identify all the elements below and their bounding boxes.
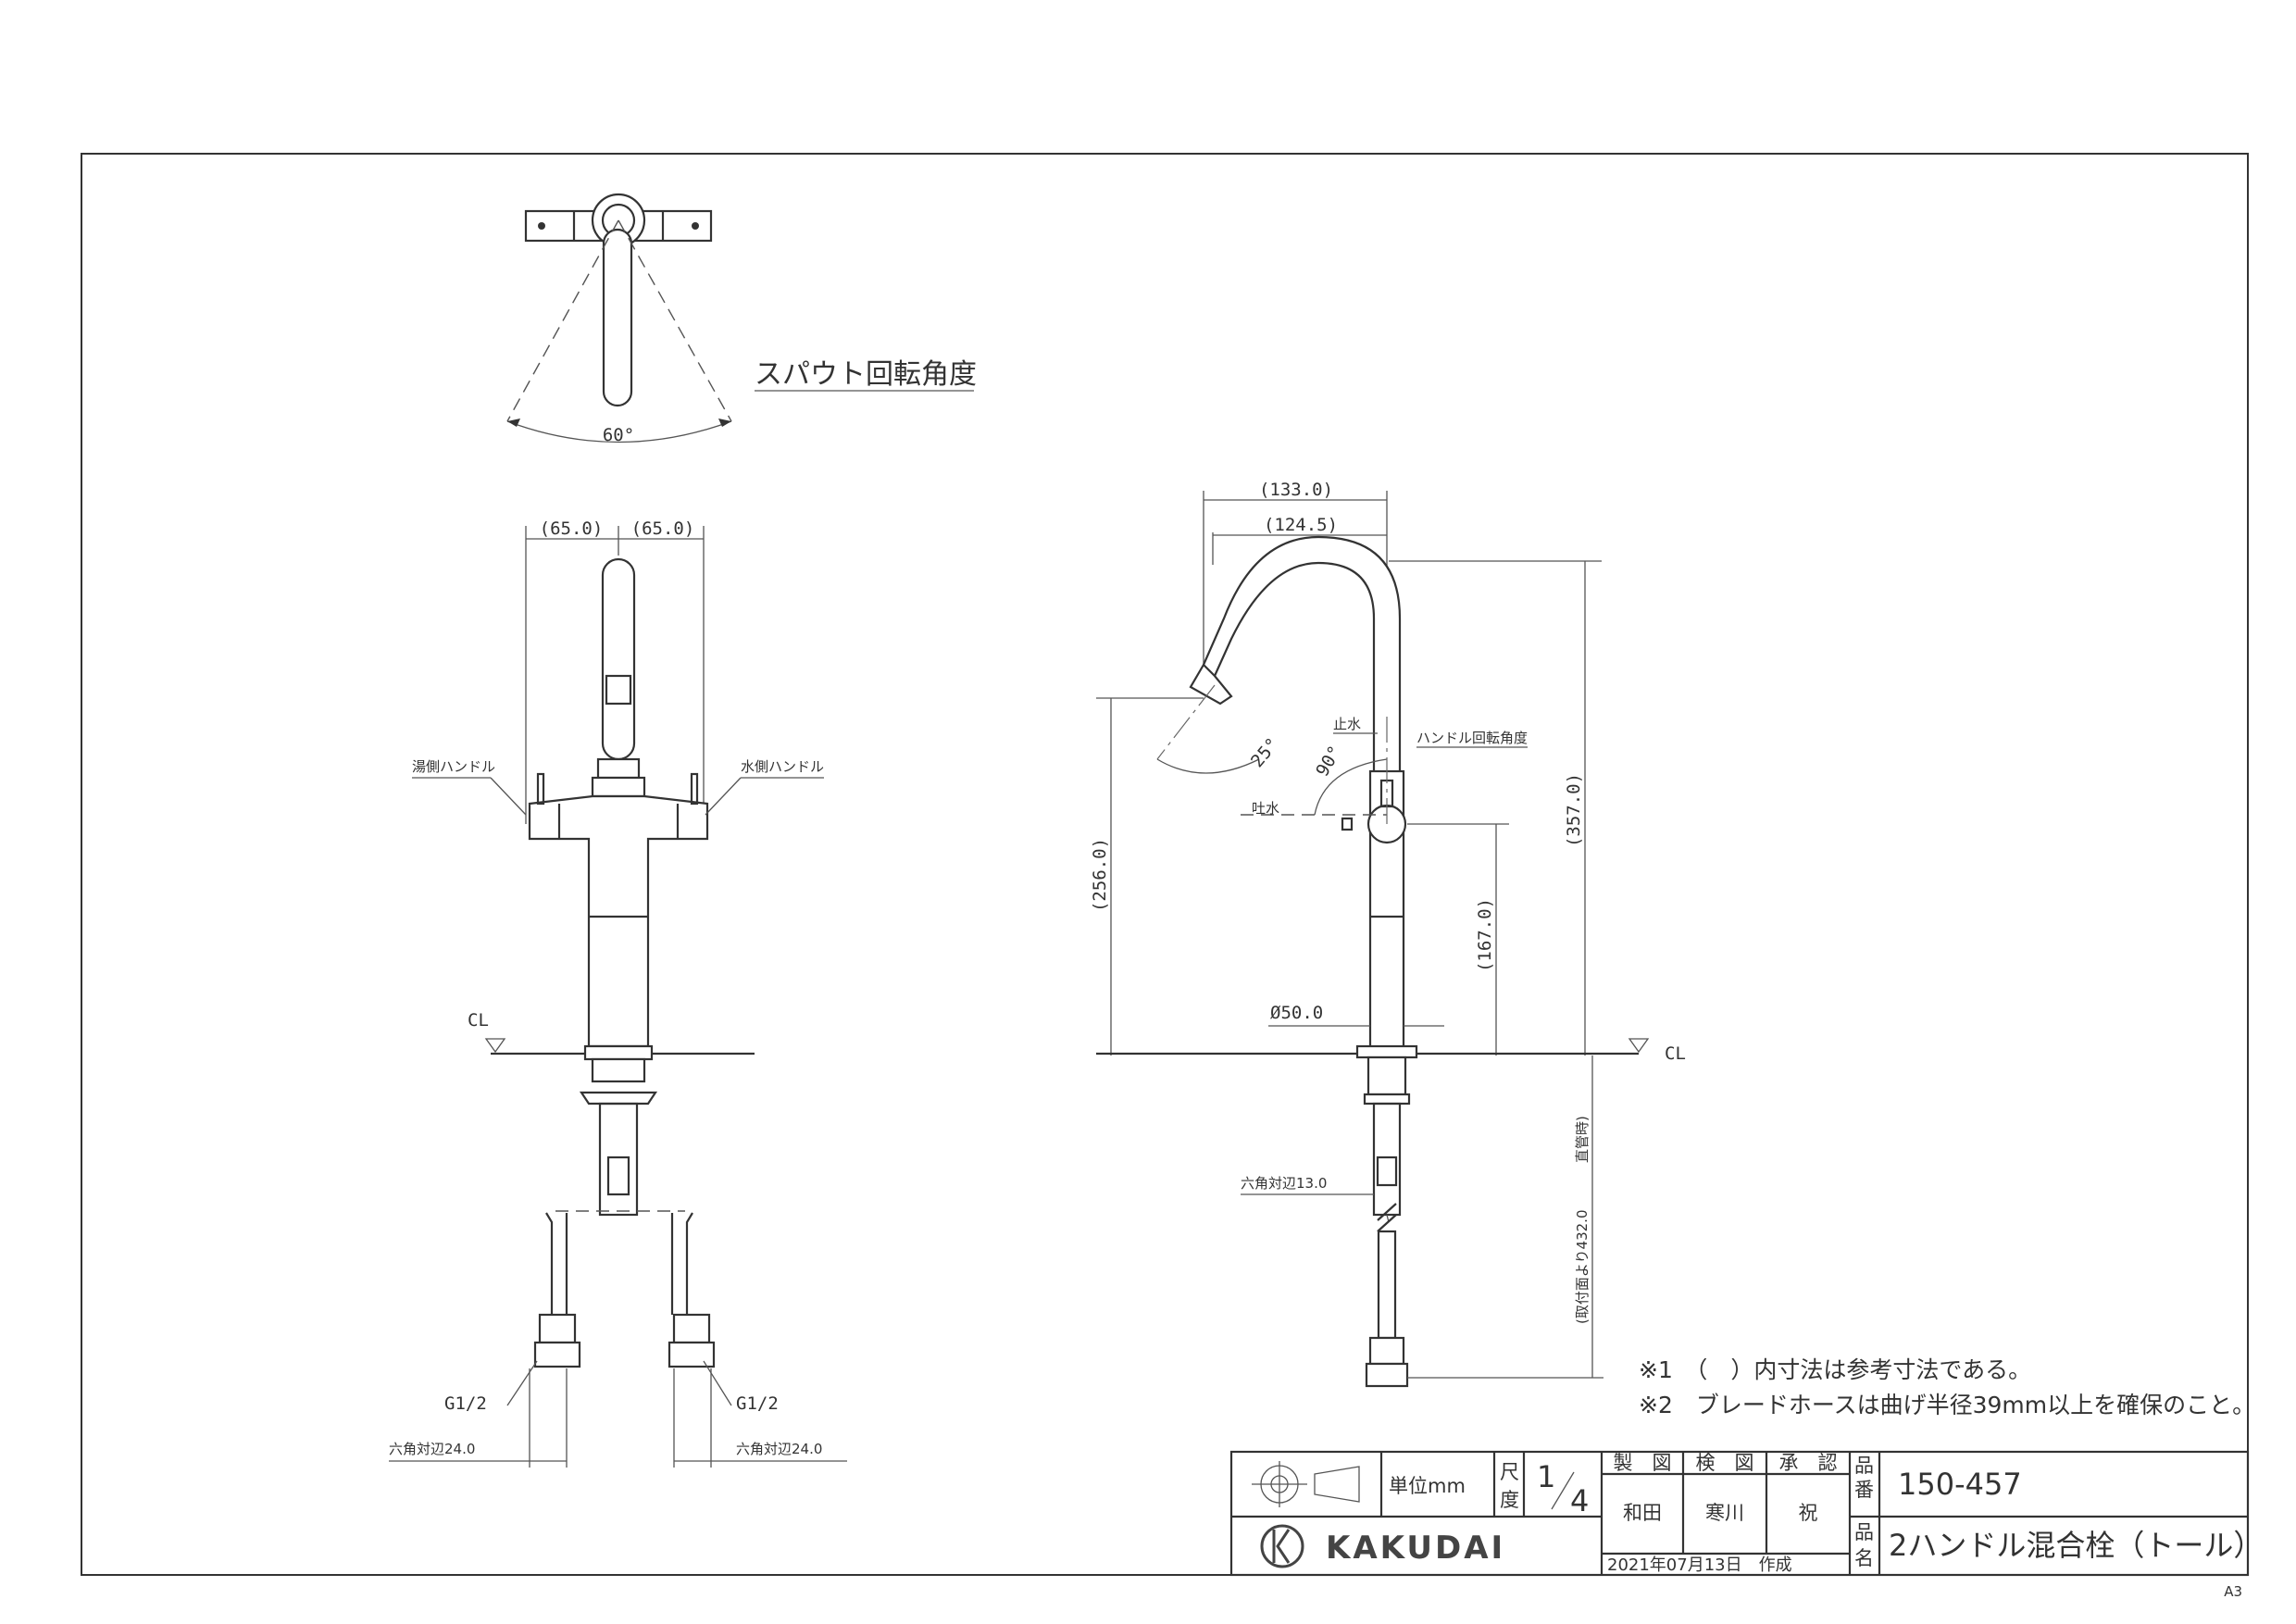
- dim-167: (167.0): [1475, 898, 1495, 972]
- name-label-2: 名: [1854, 1547, 1874, 1569]
- dim-357: (357.0): [1564, 773, 1584, 847]
- sheet-size: A3: [2224, 1583, 2242, 1600]
- hex-right: 六角対辺24.0: [736, 1441, 822, 1457]
- rotation-title: スパウト回転角度: [755, 358, 977, 391]
- angle-25: 25°: [1247, 734, 1283, 771]
- hose-dim-a: (取付面より432.0: [1574, 1210, 1591, 1325]
- hex-left: 六角対辺24.0: [389, 1441, 475, 1457]
- dim-right: (65.0): [631, 518, 695, 539]
- hex-13-label: 六角対辺13.0: [1241, 1175, 1327, 1192]
- scale-numerator: 1: [1537, 1459, 1555, 1494]
- front-cl-label: CL: [468, 1010, 489, 1031]
- side-view: (133.0) (124.5) (256.0) 25° 90° 止水 吐水 ハン…: [1090, 480, 1686, 1388]
- checked-label: 検 図: [1696, 1452, 1754, 1474]
- cold-handle-label: 水側ハンドル: [741, 758, 824, 775]
- unit-label: 単位mm: [1389, 1475, 1466, 1497]
- scale-label-2: 度: [1500, 1489, 1519, 1511]
- dim-50: Ø50.0: [1270, 1003, 1323, 1023]
- rotation-angle-label: 60°: [603, 425, 634, 445]
- part-number: 150-457: [1898, 1467, 2022, 1502]
- discharge-label: 吐水: [1252, 800, 1279, 817]
- scale-denominator: 4: [1570, 1483, 1589, 1518]
- checked-name: 寒川: [1705, 1502, 1744, 1524]
- part-name: 2ハンドル混合栓（トール）: [1889, 1528, 2263, 1563]
- approved-name: 祝: [1799, 1502, 1818, 1524]
- drawing-border: [81, 153, 2249, 1576]
- side-cl-label: CL: [1665, 1043, 1686, 1064]
- approved-label: 承 認: [1779, 1452, 1838, 1474]
- dim-124: (124.5): [1264, 515, 1338, 535]
- angle-90: 90°: [1312, 743, 1345, 781]
- front-view: (65.0) (65.0) 湯側ハンドル 水側ハンドル CL: [389, 518, 847, 1468]
- stop-water-label: 止水: [1333, 716, 1361, 732]
- thread-right: G1/2: [736, 1393, 779, 1414]
- hose-dim-b: 直管時): [1574, 1116, 1591, 1163]
- creation-date: 2021年07月13日 作成: [1607, 1555, 1792, 1575]
- drawn-name: 和田: [1623, 1502, 1662, 1524]
- spout-rotation-view: 60° スパウト回転角度: [506, 193, 977, 445]
- note-1: ※1 （ ）内寸法は参考寸法である。: [1639, 1356, 2031, 1383]
- hot-handle-label: 湯側ハンドル: [412, 758, 495, 775]
- part-no-label-1: 品: [1854, 1455, 1874, 1477]
- handle-angle-label: ハンドル回転角度: [1416, 730, 1528, 746]
- dim-133: (133.0): [1259, 480, 1333, 500]
- company-logo-text: KAKUDAI: [1326, 1530, 1505, 1567]
- note-2: ※2 ブレードホースは曲げ半径39mm以上を確保のこと。: [1639, 1392, 2255, 1418]
- drawn-label: 製 図: [1614, 1452, 1672, 1474]
- part-no-label-2: 番: [1854, 1479, 1874, 1501]
- scale-label-1: 尺: [1500, 1461, 1519, 1483]
- kakudai-logo: KAKUDAI: [1260, 1524, 1505, 1568]
- title-block: 単位mm 尺 度 1 4 製 図 検 図 承 認 和田 寒川 祝 品 番 150…: [1229, 1450, 2263, 1577]
- name-label-1: 品: [1854, 1521, 1874, 1543]
- dim-256: (256.0): [1090, 838, 1110, 912]
- thread-left: G1/2: [444, 1393, 487, 1414]
- dim-left: (65.0): [540, 518, 604, 539]
